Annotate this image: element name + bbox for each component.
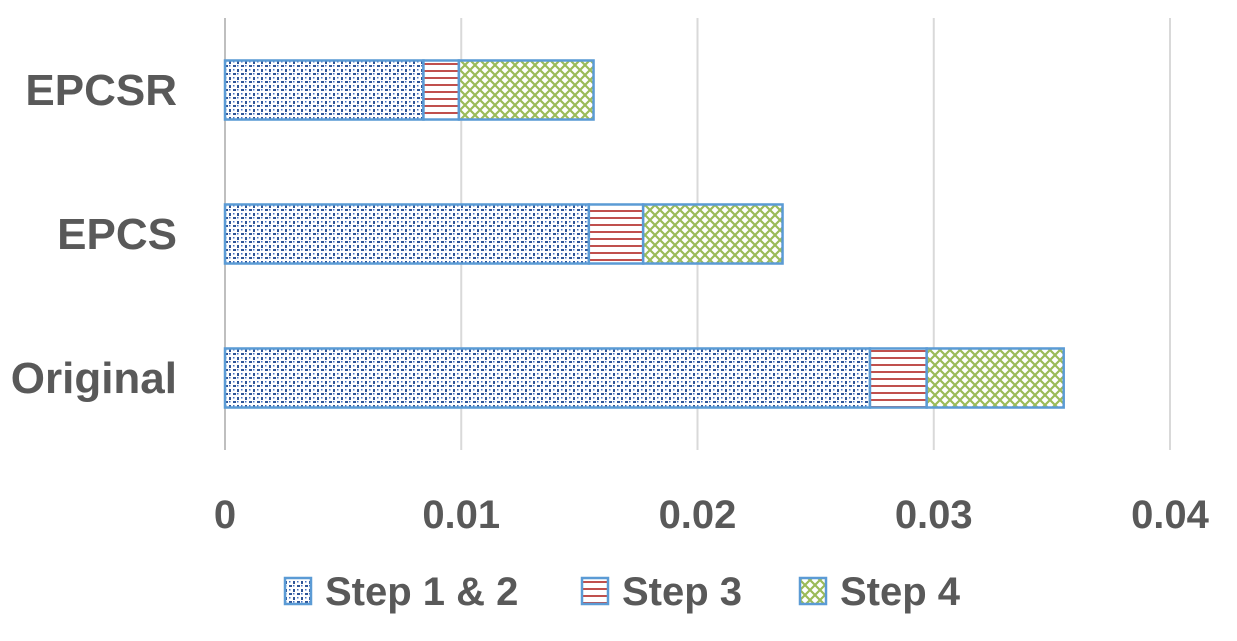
x-tick-label: 0.03 [895, 493, 973, 537]
legend: Step 1 & 2 Step 3 Step 4 [283, 570, 961, 614]
bar-segment-step-3 [587, 203, 645, 265]
bar-segment-step-1-2 [223, 347, 872, 409]
bar-segment-step-1-2 [223, 59, 425, 121]
category-label: Original [11, 354, 177, 403]
x-tick-label: 0.04 [1131, 493, 1210, 537]
legend-swatch [580, 576, 610, 606]
category-label: EPCS [57, 210, 177, 259]
bar-segment-step-3 [868, 347, 928, 409]
bar-segment-step-4 [925, 347, 1065, 409]
legend-swatch [283, 576, 313, 606]
bar-segment-step-4 [457, 59, 595, 121]
bar-segment-step-3 [422, 59, 461, 121]
legend-label: Step 1 & 2 [325, 570, 518, 614]
legend-swatch [798, 576, 828, 606]
x-tick-labels: 0 0.01 0.02 0.03 0.04 [214, 493, 1210, 537]
x-tick-label: 0.01 [422, 493, 500, 537]
x-tick-label: 0.02 [659, 493, 737, 537]
legend-label: Step 3 [622, 570, 742, 614]
bar-segment-step-1-2 [223, 203, 591, 265]
category-labels: Original EPCS EPCSR [11, 66, 177, 403]
x-tick-label: 0 [214, 493, 236, 537]
legend-label: Step 4 [840, 570, 961, 614]
bar-segment-step-4 [641, 203, 784, 265]
category-label: EPCSR [25, 66, 177, 115]
bars [223, 59, 1065, 409]
